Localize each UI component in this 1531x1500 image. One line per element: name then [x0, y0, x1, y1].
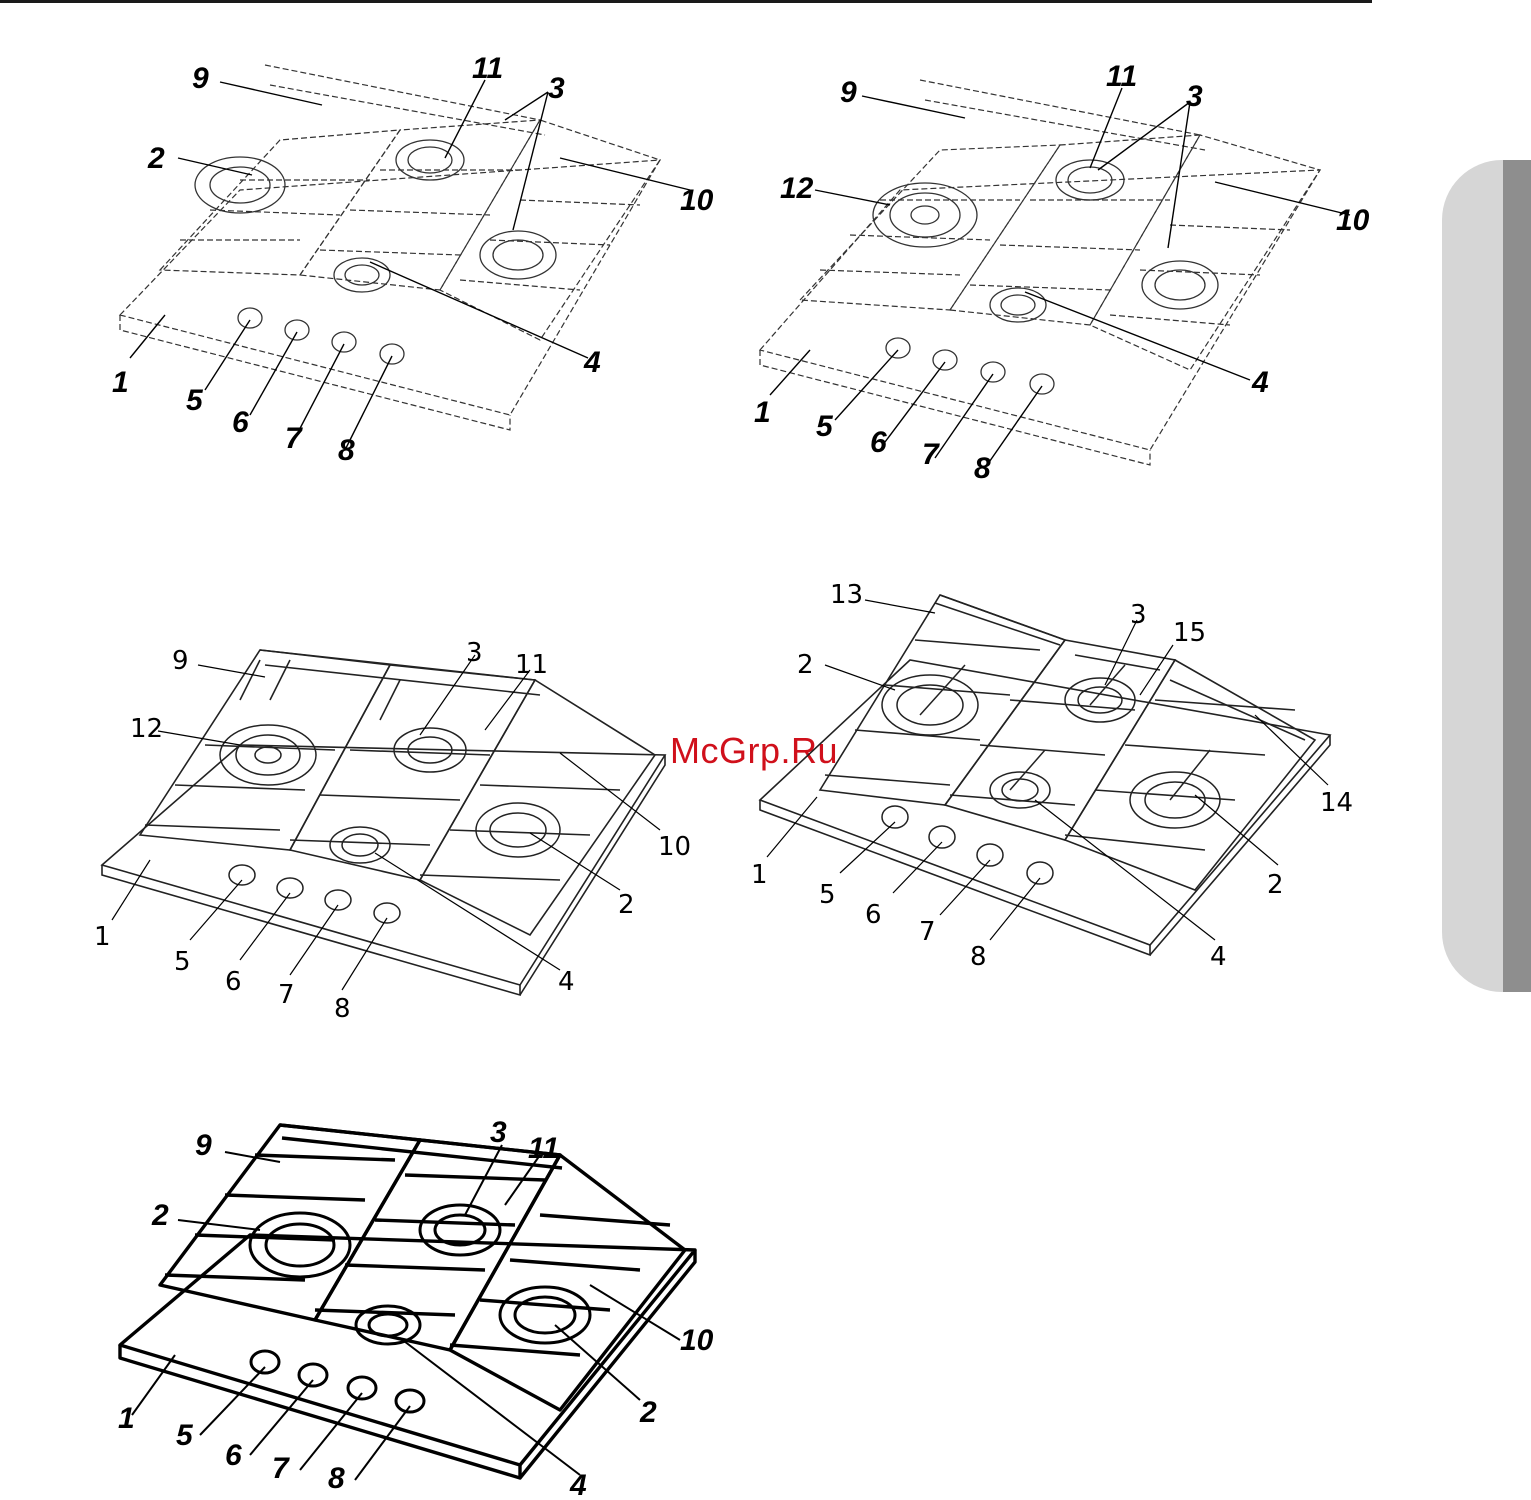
label-2: 2	[151, 1199, 169, 1232]
label-5: 5	[186, 384, 204, 417]
label-3: 3	[466, 638, 483, 668]
section-side-tab[interactable]	[1442, 160, 1531, 992]
section-side-tab-bar	[1503, 160, 1531, 992]
label-1: 1	[112, 366, 129, 399]
label-8: 8	[328, 1462, 345, 1495]
label-9: 9	[172, 646, 189, 676]
label-11: 11	[472, 52, 503, 85]
label-9: 9	[840, 76, 857, 109]
label-7: 7	[919, 917, 936, 947]
label-5: 5	[176, 1419, 194, 1452]
hob-diagram-b: 9 11 3 12 10 4 1 5 6 7 8	[740, 50, 1380, 490]
label-5: 5	[174, 947, 191, 977]
label-9: 9	[195, 1129, 212, 1162]
label-11: 11	[1106, 60, 1137, 93]
label-6: 6	[232, 406, 249, 439]
label-14: 14	[1320, 788, 1353, 818]
label-7: 7	[922, 438, 940, 471]
label-3: 3	[1186, 80, 1203, 113]
label-6: 6	[865, 900, 882, 930]
header-rule	[0, 0, 1372, 3]
hob-diagram-d: 13 3 15 2 14 1 2 5 6 7 8 4	[745, 575, 1365, 975]
label-4: 4	[1210, 942, 1227, 972]
label-7: 7	[278, 980, 295, 1010]
label-2: 2	[147, 142, 165, 175]
label-3: 3	[1130, 600, 1147, 630]
label-4: 4	[1251, 366, 1269, 399]
label-2: 2	[1267, 870, 1284, 900]
label-7: 7	[285, 422, 303, 455]
label-10: 10	[1336, 204, 1370, 237]
label-6: 6	[870, 426, 887, 459]
label-6: 6	[225, 1439, 242, 1472]
label-11: 11	[528, 1132, 559, 1165]
label-2: 2	[797, 650, 814, 680]
label-1: 1	[751, 860, 768, 890]
label-11: 11	[515, 650, 548, 680]
label-9: 9	[192, 62, 209, 95]
label-15: 15	[1173, 618, 1206, 648]
label-2: 2	[618, 890, 635, 920]
label-8: 8	[334, 994, 351, 1024]
label-1: 1	[118, 1402, 135, 1435]
label-10: 10	[680, 1324, 714, 1357]
label-8: 8	[974, 452, 991, 485]
label-3: 3	[490, 1116, 507, 1149]
label-4: 4	[583, 346, 601, 379]
label-3: 3	[548, 72, 565, 105]
label-5: 5	[816, 410, 834, 443]
label-10: 10	[680, 184, 714, 217]
label-1: 1	[94, 922, 111, 952]
hob-diagram-e: 9 3 11 2 10 2 1 5 6 7 8 4	[100, 1110, 740, 1500]
label-4: 4	[569, 1469, 587, 1500]
label-8: 8	[338, 434, 355, 467]
label-6: 6	[225, 967, 242, 997]
label-12: 12	[130, 714, 163, 744]
label-5: 5	[819, 880, 836, 910]
label-10: 10	[658, 832, 691, 862]
label-1: 1	[754, 396, 771, 429]
hob-diagram-a: 9 11 3 2 10 4 1 5 6 7 8	[100, 40, 720, 480]
label-13: 13	[830, 580, 863, 610]
label-2: 2	[639, 1396, 657, 1429]
label-8: 8	[970, 942, 987, 972]
label-4: 4	[558, 967, 575, 997]
hob-diagram-c: 9 3 11 12 10 2 1 5 6 7 8 4	[90, 635, 710, 1025]
label-12: 12	[780, 172, 814, 205]
label-7: 7	[272, 1452, 290, 1485]
